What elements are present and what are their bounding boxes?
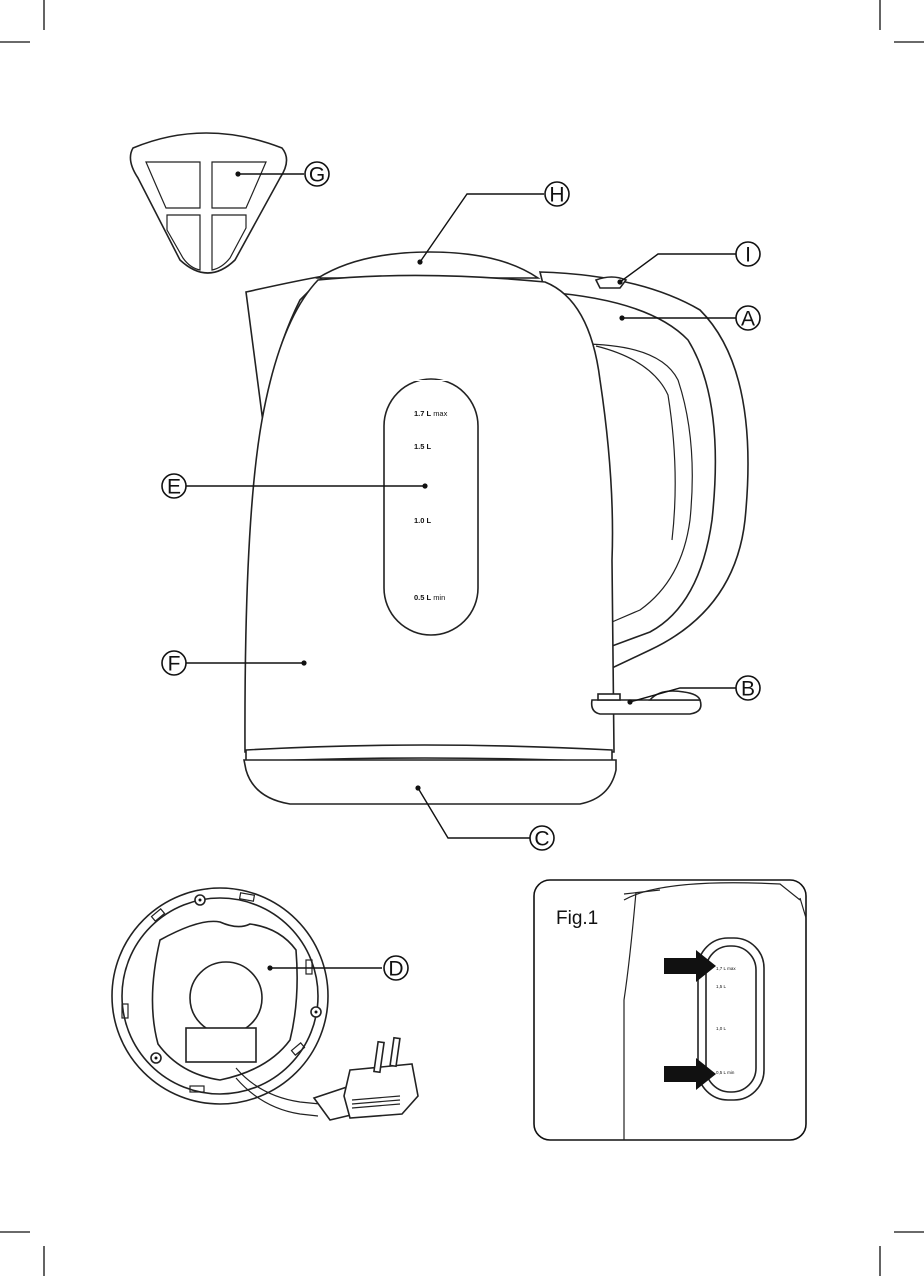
fig1-title: Fig.1 — [556, 908, 598, 929]
part-label-g: G — [305, 162, 329, 187]
svg-text:H: H — [549, 184, 564, 207]
part-label-e: E — [162, 474, 186, 499]
part-label-h: H — [545, 182, 569, 207]
power-base — [112, 888, 418, 1120]
part-label-d: D — [384, 956, 408, 981]
gauge-max: 1.7 L max — [414, 409, 448, 418]
fig1-max: 1,7 L max — [716, 966, 736, 971]
svg-text:E: E — [167, 476, 181, 499]
kettle-body — [244, 252, 748, 804]
gauge-min: 0.5 L min — [414, 593, 445, 602]
part-label-a: A — [736, 306, 760, 331]
fig1-inset: Fig.1 1,7 L max 1,5 L 1,0 L 0,5 L min — [534, 880, 806, 1140]
gauge-1-5: 1.5 L — [414, 442, 432, 451]
gauge-1-0: 1.0 L — [414, 516, 432, 525]
svg-text:D: D — [388, 958, 403, 981]
part-label-f: F — [162, 651, 186, 676]
fig1-min: 0,5 L min — [716, 1070, 735, 1075]
fig1-1-5: 1,5 L — [716, 984, 727, 989]
part-label-b: B — [736, 676, 760, 701]
fig1-1-0: 1,0 L — [716, 1026, 727, 1031]
filter-part — [130, 133, 286, 273]
svg-text:A: A — [741, 308, 755, 331]
svg-text:I: I — [745, 244, 751, 267]
svg-text:F: F — [168, 653, 181, 676]
part-label-i: I — [736, 242, 760, 267]
svg-text:C: C — [534, 828, 549, 851]
svg-text:B: B — [741, 678, 755, 701]
part-label-c: C — [530, 826, 554, 851]
svg-text:G: G — [309, 164, 325, 187]
